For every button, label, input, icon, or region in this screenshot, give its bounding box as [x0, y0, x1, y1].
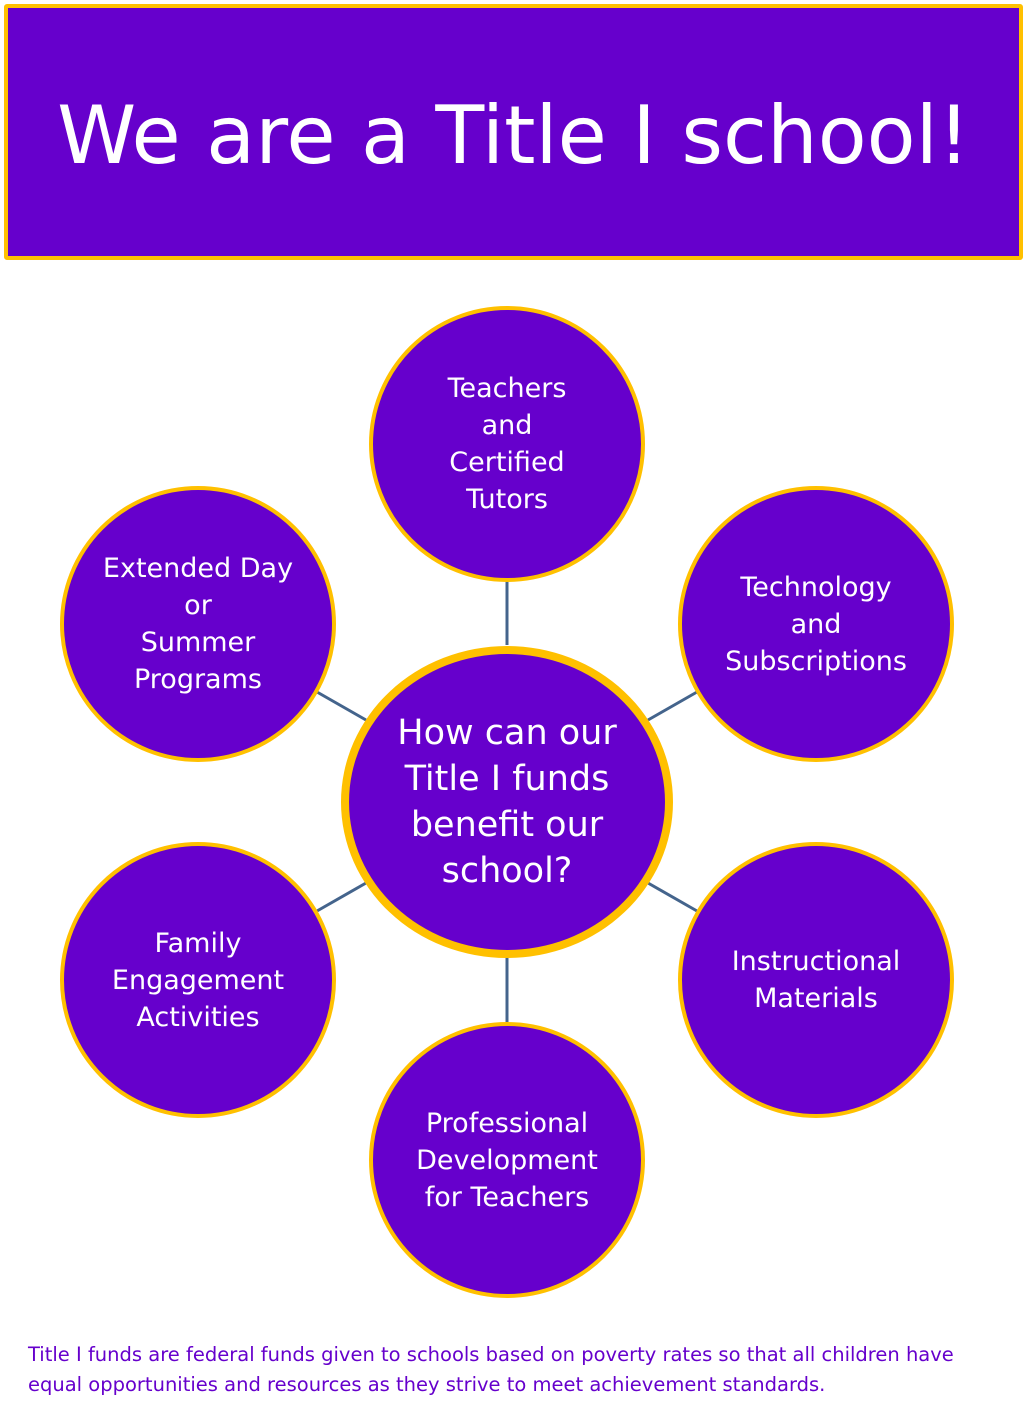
node-teachers: Teachers and Certified Tutors [369, 306, 645, 582]
node-professional-development-label: Professional Development for Teachers [416, 1107, 598, 1213]
node-instructional-materials: Instructional Materials [678, 842, 954, 1118]
node-professional-development: Professional Development for Teachers [369, 1022, 645, 1298]
title-banner: We are a Title I school! [4, 4, 1023, 260]
node-family-engagement-label: Family Engagement Activities [111, 927, 285, 1033]
footer-description: Title I funds are federal funds given to… [28, 1343, 954, 1396]
node-family-engagement: Family Engagement Activities [60, 842, 336, 1118]
node-extended-day: Extended Day or Summer Programs [60, 486, 336, 762]
center-node-label: How can our Title I funds benefit our sc… [397, 713, 617, 891]
connector-bottom-right [647, 881, 698, 913]
connector-top-left [316, 690, 367, 722]
connector-top-right [647, 690, 698, 722]
node-instructional-materials-label: Instructional Materials [731, 946, 901, 1014]
node-teachers-label: Teachers and Certified Tutors [447, 373, 567, 515]
node-technology: Technology and Subscriptions [678, 486, 954, 762]
page-title: We are a Title I school! [57, 89, 970, 182]
connector-bottom-left [316, 881, 367, 913]
node-technology-label: Technology and Subscriptions [725, 571, 907, 677]
node-extended-day-label: Extended Day or Summer Programs [102, 553, 294, 695]
center-node: How can our Title I funds benefit our sc… [341, 646, 673, 958]
